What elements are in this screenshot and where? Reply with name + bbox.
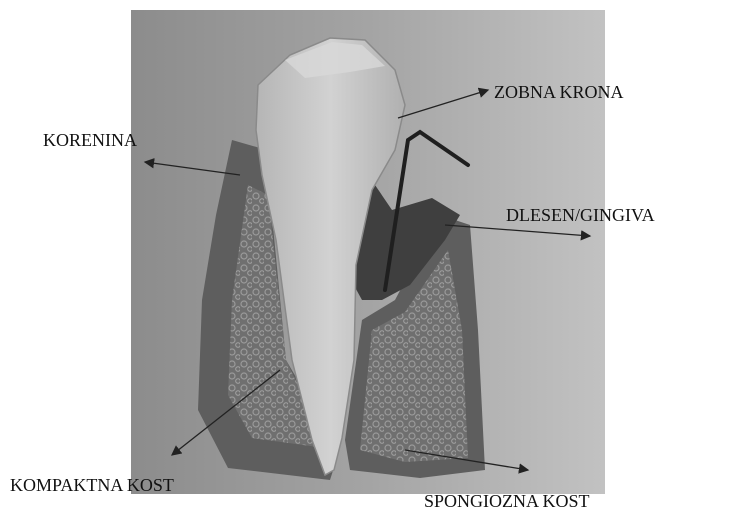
label-compact-bone: KOMPAKTNA KOST (10, 475, 174, 495)
label-gum: DLESEN/GINGIVA (506, 205, 655, 225)
label-root: KORENINA (43, 130, 137, 150)
label-crown: ZOBNA KRONA (494, 82, 624, 102)
label-spongy-bone: SPONGIOZNA KOST (424, 491, 590, 511)
